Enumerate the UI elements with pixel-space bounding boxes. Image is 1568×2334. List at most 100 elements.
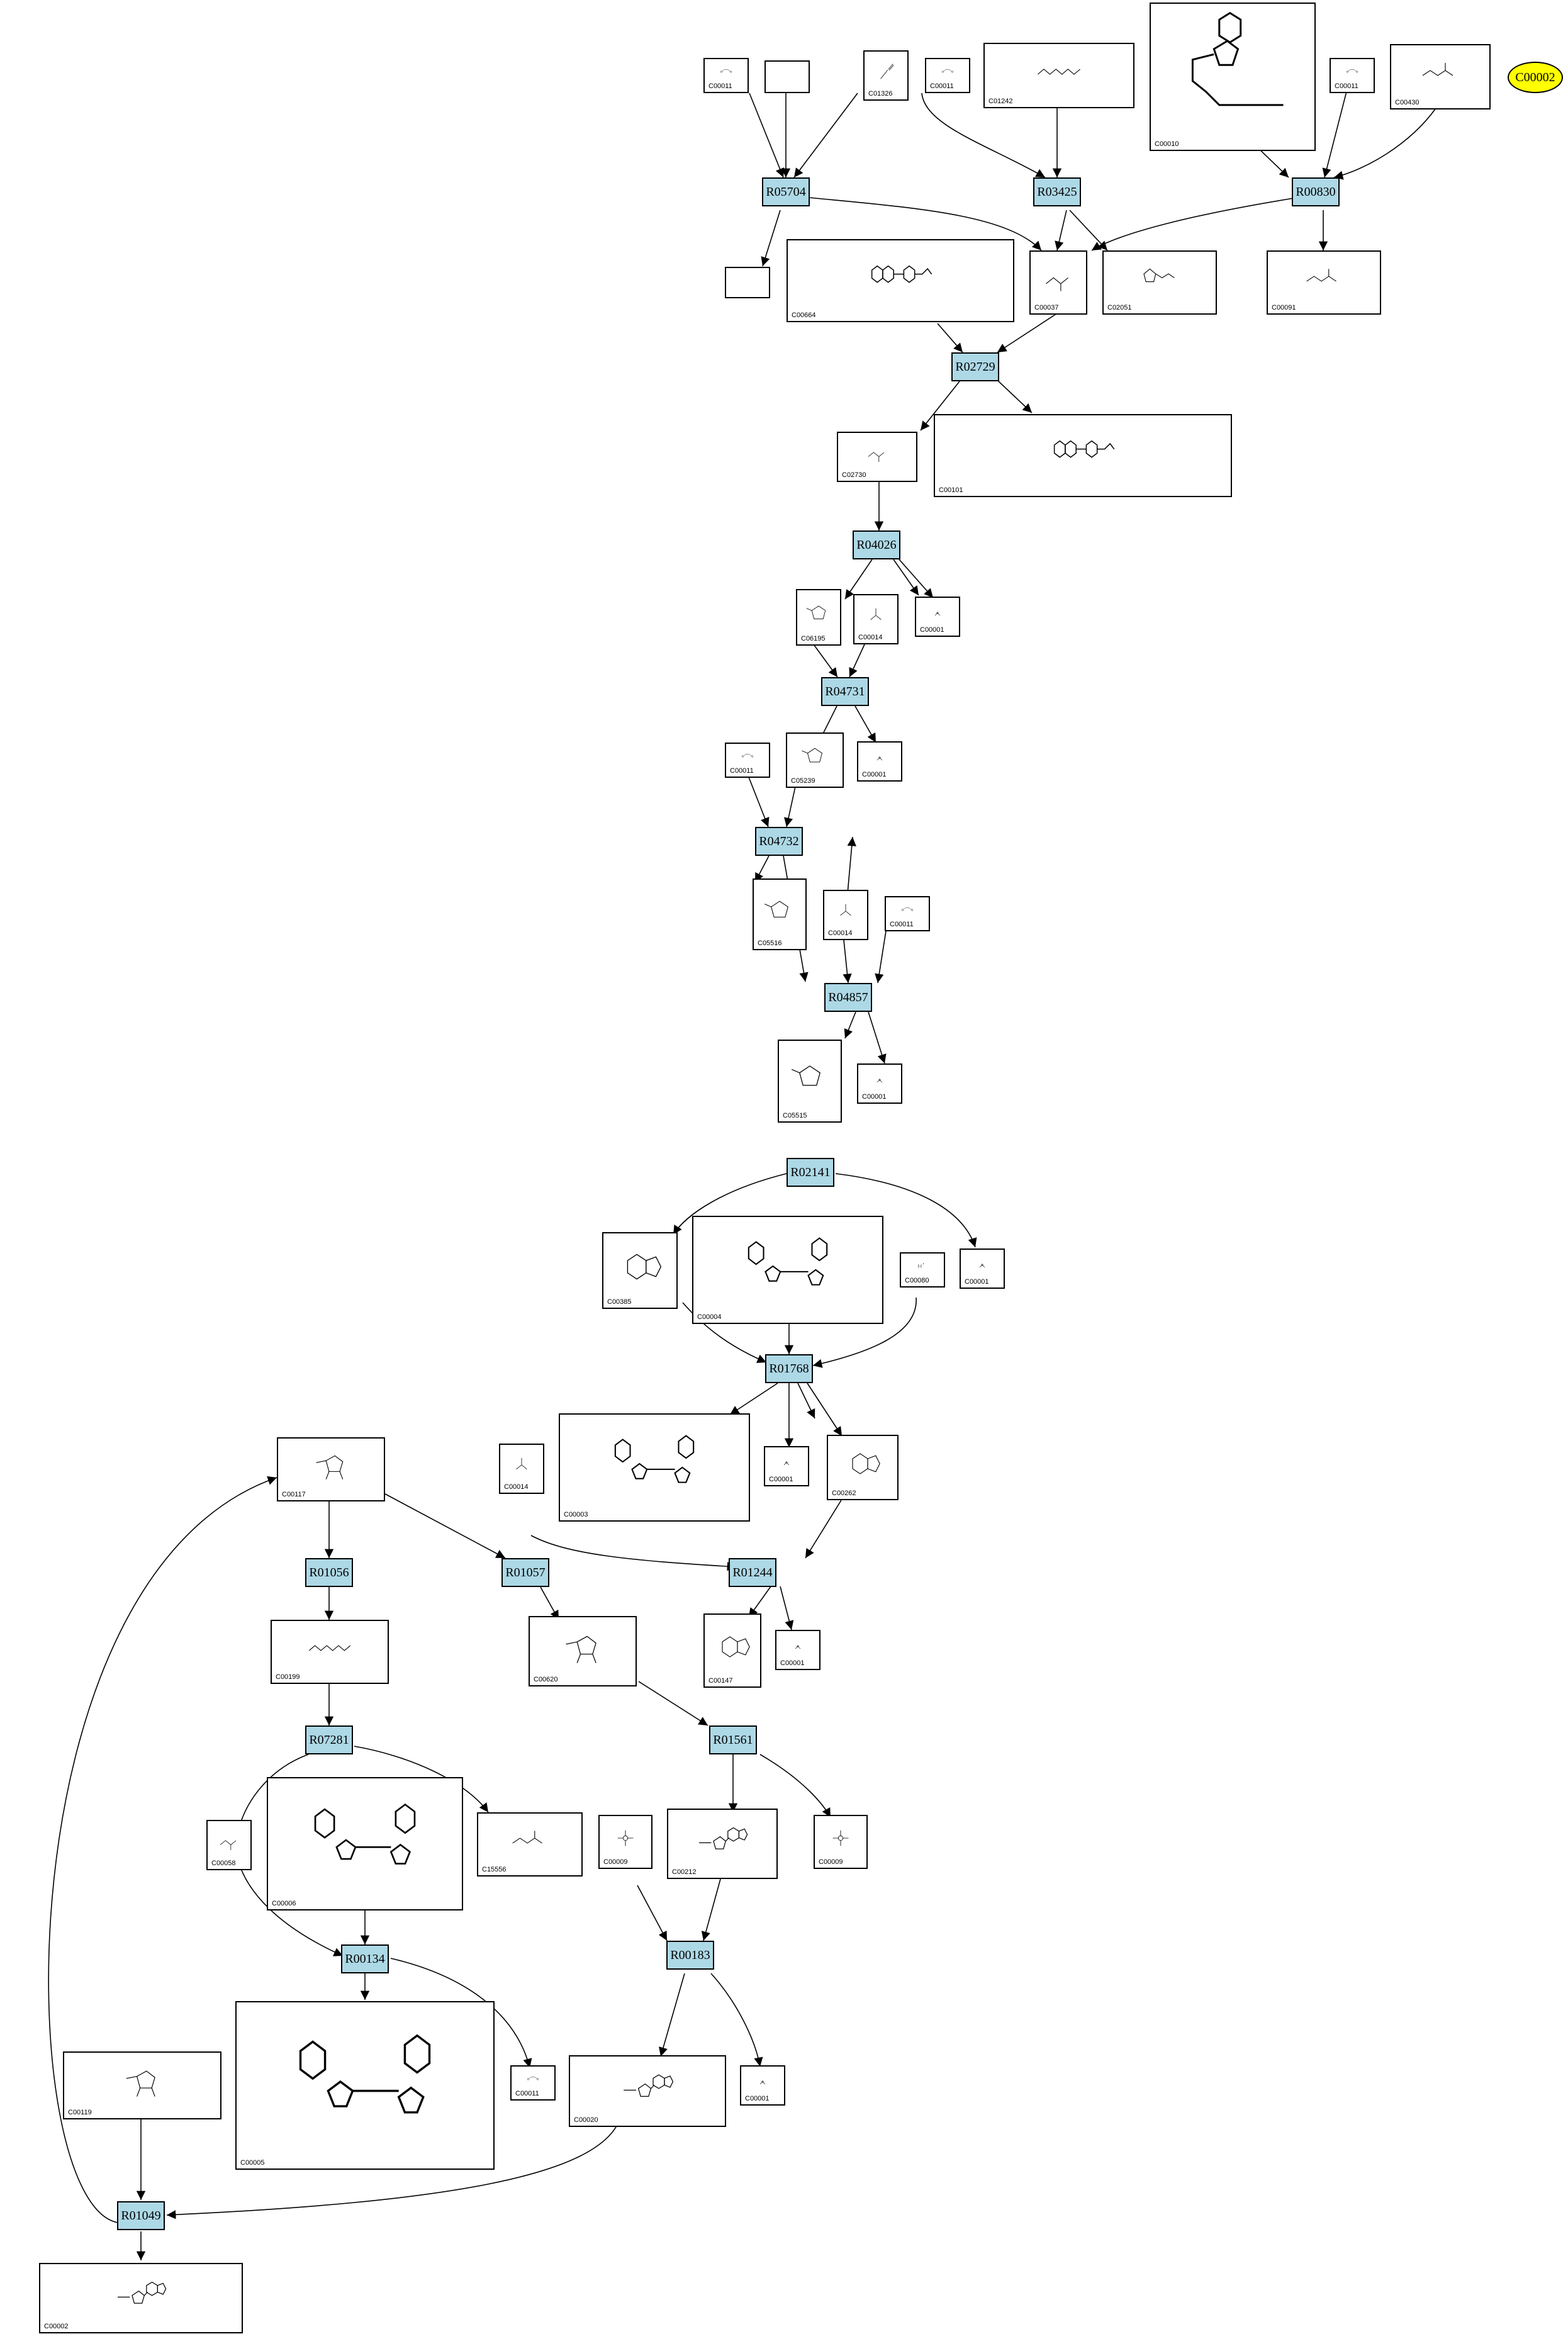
reaction-node-r05704[interactable]: R05704: [762, 177, 810, 206]
reaction-node-r04731[interactable]: R04731: [821, 677, 869, 706]
compound-node-c10[interactable]: C00664: [787, 239, 1014, 322]
compound-node-c48[interactable]: C00020: [569, 2055, 726, 2127]
edge: [1069, 210, 1108, 251]
compound-node-c17[interactable]: C00014: [853, 594, 899, 644]
compound-node-c34[interactable]: C00001: [764, 1446, 809, 1486]
compound-id-label: C05515: [783, 1112, 807, 1119]
compound-id-label: C00011: [1335, 82, 1358, 90]
edge: [682, 1302, 767, 1363]
compound-node-c29[interactable]: C00080: [900, 1252, 945, 1288]
reaction-node-r02729[interactable]: R02729: [951, 352, 999, 381]
reaction-node-r00183[interactable]: R00183: [666, 1941, 714, 1970]
compound-node-c28[interactable]: C00004: [692, 1216, 883, 1324]
reaction-node-r00134[interactable]: R00134: [341, 1944, 389, 1973]
structure-water-icon: [963, 1252, 1001, 1277]
reaction-node-r04026[interactable]: R04026: [853, 530, 900, 559]
compound-node-c51[interactable]: C00002: [39, 2263, 243, 2333]
edge: [748, 1586, 771, 1618]
structure-dinuc-icon: [271, 1781, 459, 1899]
reaction-label: R07281: [309, 1732, 349, 1747]
compound-node-c13[interactable]: C00091: [1267, 250, 1381, 315]
edge: [797, 1383, 815, 1419]
compound-id-label: C06195: [801, 635, 826, 642]
compound-node-c7[interactable]: C00011: [1330, 58, 1375, 93]
compound-node-c16[interactable]: C06195: [796, 589, 841, 646]
compound-node-c14[interactable]: C02730: [837, 432, 917, 482]
compound-node-c2[interactable]: [764, 60, 810, 93]
compound-node-c25[interactable]: C05515: [778, 1040, 842, 1123]
compound-node-c21[interactable]: C00001: [857, 741, 902, 782]
compound-node-c41[interactable]: C00006: [267, 1777, 463, 1910]
compound-node-c30[interactable]: C00001: [960, 1248, 1005, 1289]
edge: [844, 559, 873, 600]
compound-node-c15[interactable]: C00101: [934, 414, 1232, 497]
compound-node-c1[interactable]: C00011: [703, 58, 749, 93]
reaction-node-r04732[interactable]: R04732: [755, 827, 803, 856]
compound-node-c37[interactable]: C00620: [529, 1616, 637, 1686]
compound-node-c26[interactable]: C00001: [857, 1063, 902, 1104]
compound-node-c31[interactable]: C00117: [277, 1437, 385, 1501]
structure-chain-icon: [987, 47, 1131, 97]
edge: [812, 1297, 917, 1368]
compound-node-c20[interactable]: C05239: [786, 732, 844, 788]
compound-node-c3[interactable]: C01326: [863, 50, 909, 101]
reaction-node-r03425[interactable]: R03425: [1033, 177, 1081, 206]
highlight-compound-label: C00002: [1515, 70, 1555, 84]
compound-node-c32[interactable]: C00014: [499, 1444, 544, 1494]
compound-node-c36[interactable]: C00199: [271, 1620, 389, 1684]
reaction-node-r01056[interactable]: R01056: [305, 1558, 353, 1587]
reaction-label: R05704: [766, 184, 806, 199]
compound-node-c44[interactable]: C00212: [667, 1809, 778, 1879]
compound-node-c23[interactable]: C00014: [823, 890, 868, 940]
compound-node-c49[interactable]: C00001: [740, 2065, 785, 2106]
edge: [868, 1011, 887, 1064]
compound-id-label: C00001: [769, 1476, 793, 1483]
structure-chain_small-icon: [1394, 48, 1487, 98]
compound-node-c8[interactable]: C00430: [1390, 44, 1491, 109]
compound-node-c43[interactable]: C00009: [598, 1815, 652, 1869]
compound-id-label: C00001: [965, 1278, 989, 1286]
compound-node-c35[interactable]: C00262: [827, 1435, 899, 1500]
compound-node-c19[interactable]: C00011: [725, 743, 770, 778]
edge: [807, 1383, 843, 1437]
edge: [854, 705, 876, 743]
compound-node-c18[interactable]: C00001: [915, 597, 960, 637]
structure-sugar-icon: [532, 1620, 633, 1675]
compound-node-c38[interactable]: C00147: [703, 1613, 761, 1688]
reaction-node-r02141[interactable]: R02141: [787, 1158, 834, 1187]
reaction-node-r01561[interactable]: R01561: [709, 1725, 757, 1754]
compound-node-c47[interactable]: C00011: [510, 2065, 556, 2101]
reaction-node-r01244[interactable]: R01244: [729, 1558, 776, 1587]
compound-node-c24[interactable]: C00011: [885, 896, 930, 931]
reaction-node-r04857[interactable]: R04857: [824, 983, 872, 1012]
compound-node-c22[interactable]: C05516: [753, 878, 807, 950]
edge: [637, 1885, 668, 1941]
edge: [759, 1754, 831, 1818]
reaction-node-r01049[interactable]: R01049: [117, 2201, 165, 2230]
compound-node-c4[interactable]: C00011: [925, 58, 970, 93]
compound-node-c9[interactable]: [725, 267, 770, 298]
edge: [899, 559, 934, 598]
structure-phosphate-icon: [602, 1819, 649, 1858]
highlight-compound-node[interactable]: C00002: [1508, 62, 1563, 93]
compound-node-c45[interactable]: C00009: [814, 1815, 868, 1869]
compound-node-c5[interactable]: C01242: [983, 43, 1134, 108]
structure-nh3-icon: [503, 1447, 540, 1483]
compound-node-c6[interactable]: C00010: [1150, 3, 1316, 151]
compound-id-label: C00262: [832, 1490, 856, 1497]
compound-node-c42[interactable]: C15556: [477, 1812, 583, 1877]
structure-water-icon: [768, 1450, 805, 1475]
compound-node-c39[interactable]: C00001: [775, 1630, 820, 1670]
reaction-node-r01057[interactable]: R01057: [501, 1558, 549, 1587]
compound-node-c11[interactable]: C00037: [1029, 250, 1087, 315]
reaction-node-r00830[interactable]: R00830: [1292, 177, 1340, 206]
compound-node-c40[interactable]: C00058: [206, 1820, 252, 1870]
compound-node-c27[interactable]: C00385: [602, 1232, 678, 1309]
reaction-node-r07281[interactable]: R07281: [305, 1725, 353, 1754]
compound-node-c50[interactable]: C00119: [63, 2051, 221, 2119]
compound-node-c33[interactable]: C00003: [559, 1413, 750, 1522]
compound-node-c46[interactable]: C00005: [235, 2001, 495, 2170]
reaction-node-r01768[interactable]: R01768: [765, 1354, 813, 1383]
compound-node-c12[interactable]: C02051: [1102, 250, 1217, 315]
